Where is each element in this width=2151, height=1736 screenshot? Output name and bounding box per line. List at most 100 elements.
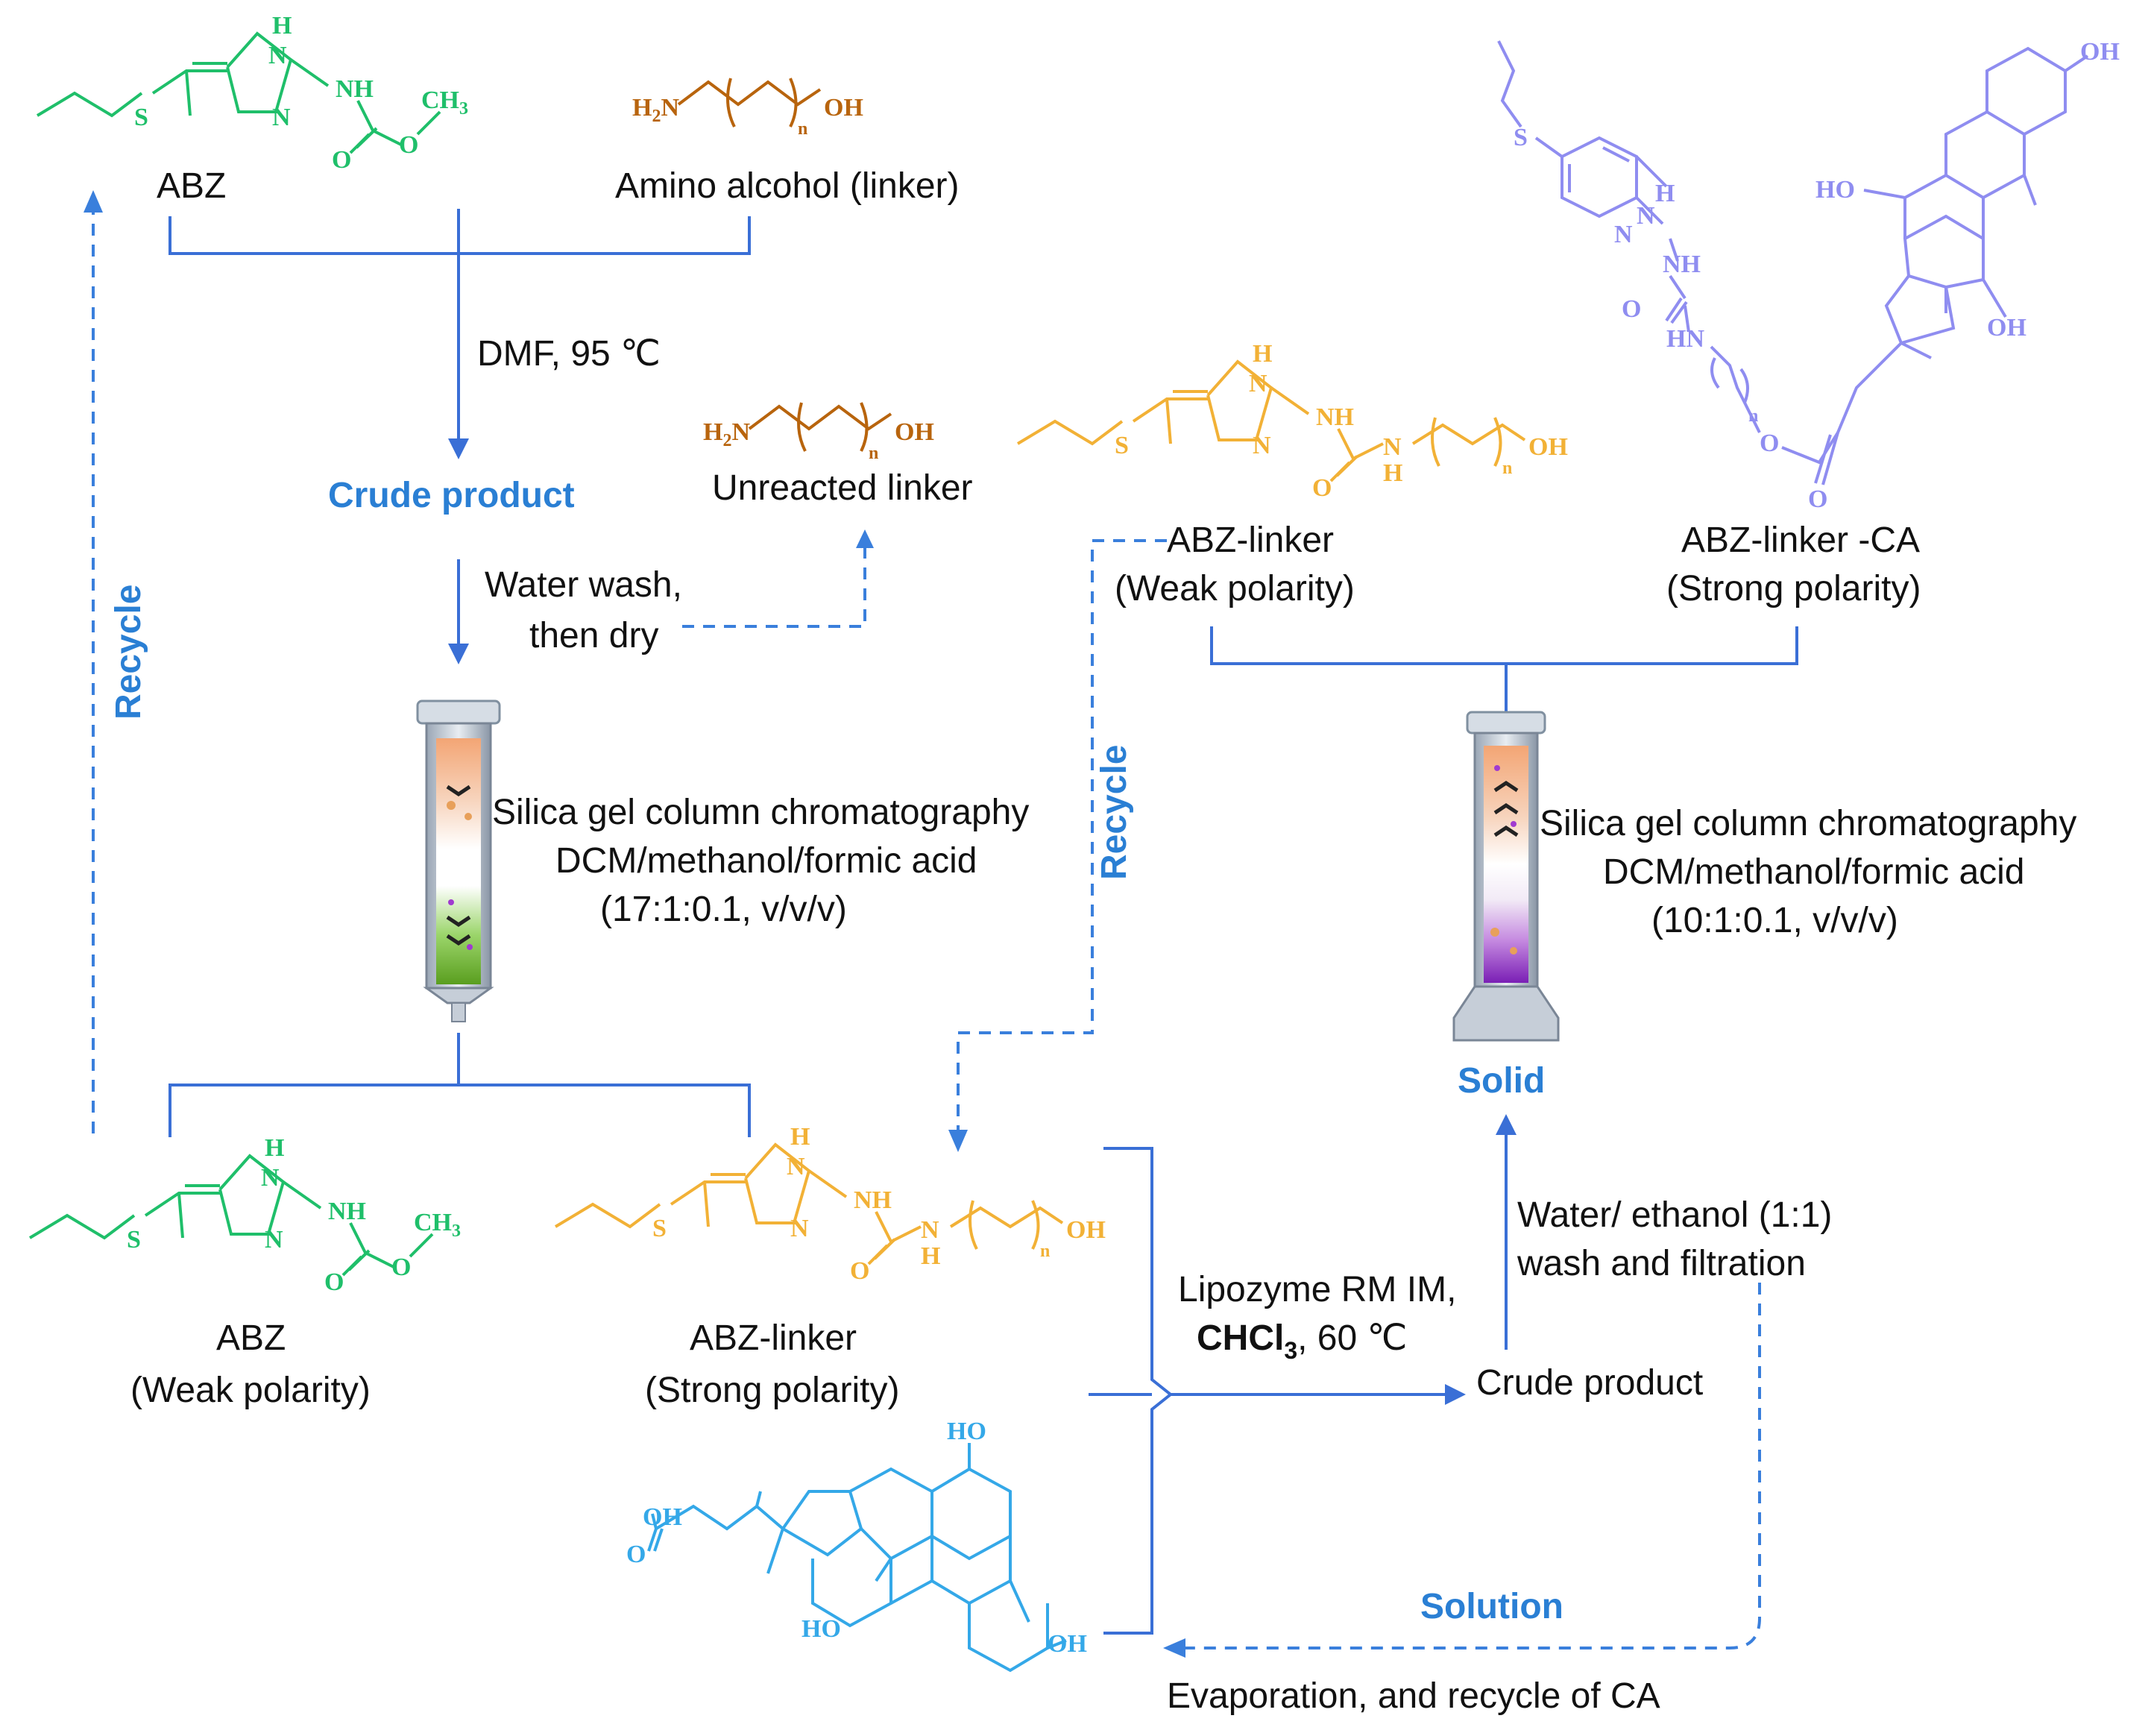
- column1-line3: (17:1:0.1, v/v/v): [600, 890, 847, 929]
- abz-structure-top: S H N N NH O O CH3: [36, 12, 468, 174]
- abzlca-o-atom-3: O: [1808, 485, 1827, 513]
- recycle-mid-arrowhead: [948, 1130, 968, 1152]
- abz-b-n-atom-1: N: [261, 1164, 280, 1192]
- abzlca-o-atom-1: O: [1622, 295, 1641, 323]
- abzl-b-n-subscript: n: [1040, 1242, 1050, 1261]
- abz-b-o-atom-2: O: [391, 1254, 411, 1281]
- abz-s-atom: S: [134, 104, 148, 131]
- water-ethanol-line2: wash and filtration: [1517, 1244, 1806, 1283]
- abz-b-n-atom-2: N: [265, 1226, 283, 1254]
- abzl-t-n-atom-2: N: [1253, 432, 1271, 459]
- abzl-b-nh-atom-1: NH: [854, 1186, 892, 1214]
- abz-linker-bottom-label: ABZ-linker: [690, 1318, 857, 1358]
- abz-linker-structure-bottom: S H N N NH O N H n OH: [554, 1123, 1106, 1285]
- crude-product-1: Crude product: [328, 476, 575, 515]
- abzl-t-n-atom-3: N: [1383, 433, 1402, 461]
- abz-ch3: CH3: [421, 87, 468, 119]
- amino-alcohol-label: Amino alcohol (linker): [615, 166, 960, 206]
- ca-o-acid: O: [626, 1541, 646, 1568]
- abzl-t-h-atom-2: H: [1383, 459, 1402, 487]
- abz-linker-top-sublabel: (Weak polarity): [1115, 569, 1355, 608]
- solid-label: Solid: [1458, 1061, 1545, 1101]
- abz-h-atom: H: [272, 12, 292, 40]
- abz-b-nh-atom: NH: [328, 1198, 366, 1225]
- column2-line3: (10:1:0.1, v/v/v): [1651, 901, 1898, 940]
- recycle-mid-label: Recycle: [1095, 745, 1134, 880]
- cholic-acid-structure: OH O HO HO OH: [626, 1418, 1087, 1673]
- solution-arrowhead: [1163, 1638, 1185, 1658]
- unreacted-oh: OH: [895, 418, 934, 446]
- abzl-b-h-atom-2: H: [921, 1242, 940, 1270]
- unreacted-arrowhead: [856, 529, 874, 548]
- abzl-b-n-atom-2: N: [790, 1215, 809, 1242]
- abzl-b-oh: OH: [1066, 1216, 1106, 1244]
- abzl-b-o-atom: O: [850, 1257, 869, 1285]
- abzl-t-n-atom-1: N: [1249, 370, 1267, 397]
- abz-n-atom-1: N: [268, 42, 287, 69]
- abzlca-n-atom-1: N: [1637, 202, 1655, 230]
- unreacted-h2n: H2N: [703, 418, 750, 450]
- abzl-b-h-atom: H: [790, 1123, 810, 1151]
- linker-oh: OH: [824, 94, 863, 122]
- abz-linker-structure-top: S H N N NH O N H n OH: [1016, 340, 1568, 502]
- right-top-bracket: [1210, 626, 1798, 665]
- abzl-b-s-atom: S: [652, 1215, 667, 1242]
- water-ethanol-line1: Water/ ethanol (1:1): [1517, 1195, 1832, 1235]
- recycle-left-label: Recycle: [109, 585, 148, 720]
- amino-alcohol-structure: H2N n OH: [632, 78, 863, 139]
- ca-ho-top: HO: [947, 1418, 986, 1445]
- abzlca-h-atom: H: [1655, 180, 1675, 207]
- chcl3-text: CHCl3, 60 ℃: [1197, 1318, 1407, 1364]
- abz-bottom-label: ABZ: [216, 1318, 286, 1358]
- abz-structure-bottom: S H N N NH O O CH3: [28, 1134, 461, 1296]
- linker-h2n: H2N: [632, 94, 679, 126]
- abzl-b-n-atom-3: N: [921, 1216, 939, 1244]
- abz-b-h-atom: H: [265, 1134, 284, 1162]
- ca-ho-left: HO: [801, 1615, 841, 1643]
- abz-o-atom-1: O: [332, 146, 351, 174]
- abzl-t-o-atom: O: [1312, 474, 1332, 502]
- abz-bottom-sublabel: (Weak polarity): [130, 1371, 371, 1410]
- abzlca-n-atom-2: N: [1614, 221, 1633, 248]
- abzlca-s-atom: S: [1514, 124, 1528, 151]
- abzlca-oh-bottom: OH: [1987, 314, 2026, 342]
- ca-oh-right: OH: [1048, 1630, 1087, 1658]
- abzlca-nh-atom: NH: [1663, 251, 1701, 278]
- column1-line2: DCM/methanol/formic acid: [555, 841, 977, 881]
- abz-nh-atom: NH: [336, 75, 374, 103]
- abzlca-o-atom-2: O: [1760, 430, 1779, 457]
- linker-n-subscript: n: [798, 119, 807, 139]
- abz-o-atom-2: O: [399, 131, 418, 159]
- abzlca-n-subscript: n: [1748, 406, 1758, 426]
- column2-line2: DCM/methanol/formic acid: [1603, 852, 2025, 892]
- solution-dashed-arrow: [1178, 1283, 1761, 1649]
- abz-linker-ca-structure: S H N N NH O HN n O O HO OH OH: [1497, 38, 2120, 513]
- abzl-t-h-atom: H: [1253, 340, 1272, 368]
- abzlca-ho-left: HO: [1815, 176, 1855, 204]
- recycle-left-arrowhead: [84, 190, 103, 213]
- abz-linker-ca-label: ABZ-linker -CA: [1681, 521, 1920, 560]
- abz-n-atom-2: N: [272, 104, 291, 131]
- column2-line1: Silica gel column chromatography: [1540, 804, 2076, 843]
- abzlca-hn-atom: HN: [1666, 325, 1704, 353]
- abzl-t-nh-atom-1: NH: [1316, 403, 1354, 431]
- abz-linker-bottom-sublabel: (Strong polarity): [645, 1371, 899, 1410]
- abzl-b-n-atom-1: N: [787, 1153, 805, 1180]
- abzl-t-n-subscript: n: [1502, 459, 1512, 478]
- bottom-bracket-1: [169, 1084, 751, 1137]
- column-2: [1452, 711, 1560, 1042]
- reaction-bracket: [1103, 1147, 1174, 1635]
- abz-b-ch3: CH3: [414, 1209, 461, 1241]
- column1-line1: Silica gel column chromatography: [492, 793, 1029, 832]
- water-wash-line2: then dry: [529, 616, 658, 655]
- abzl-t-s-atom: S: [1115, 432, 1129, 459]
- unreacted-linker-structure: H2N n OH: [703, 402, 934, 463]
- abz-top-label: ABZ: [157, 166, 226, 206]
- abz-b-s-atom: S: [127, 1226, 141, 1254]
- column-1: [416, 699, 501, 1022]
- unreacted-linker-label: Unreacted linker: [712, 468, 973, 508]
- abz-b-o-atom-1: O: [324, 1268, 344, 1296]
- abzlca-oh-top: OH: [2080, 38, 2120, 66]
- unreacted-n-subscript: n: [869, 444, 878, 463]
